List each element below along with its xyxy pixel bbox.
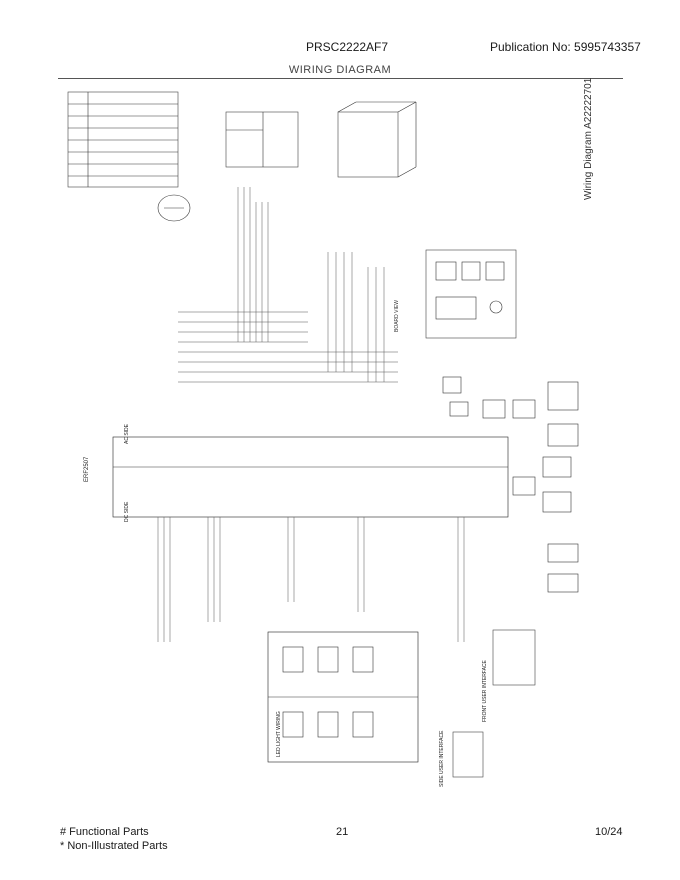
wiring-diagram-id: Wiring Diagram A22222701 (583, 77, 594, 200)
board-view-diagram (425, 249, 517, 339)
wire-bundle (178, 187, 398, 383)
header-rule (58, 78, 623, 79)
board-name: ERF2507 (84, 456, 90, 482)
led-light-wiring-box (267, 631, 419, 763)
model-number: PRSC2222AF7 (306, 40, 389, 54)
lower-wiring (157, 517, 465, 642)
legend-table (67, 91, 179, 188)
back-view-sketch (337, 101, 417, 178)
non-illustrated-note: * Non-Illustrated Parts (60, 840, 168, 852)
main-control-board (112, 436, 509, 518)
front-view-sketch (225, 111, 299, 168)
dc-side-label: DC SIDE (124, 501, 130, 522)
revision-date: 10/24 (595, 826, 623, 838)
side-user-interface (452, 731, 484, 778)
page-number: 21 (336, 826, 349, 838)
functional-parts-note: # Functional Parts (60, 826, 149, 838)
connector-illustrations (442, 376, 579, 593)
ac-side-label: AC SIDE (124, 423, 130, 444)
page-title: WIRING DIAGRAM (288, 64, 392, 76)
wiring-diagram: BOARD VIEW ERF2507 AC SIDE DC SIDE (67, 91, 579, 787)
led-wiring-label: LED LIGHT WIRING (276, 711, 282, 757)
compressor-symbol (157, 194, 191, 222)
front-ui-label: FRONT USER INTERFACE (482, 659, 488, 722)
board-view-label: BOARD VIEW (394, 300, 400, 332)
publication-number: Publication No: 5995743357 (490, 40, 641, 54)
side-ui-label: SIDE USER INTERFACE (439, 730, 445, 787)
front-user-interface (492, 629, 536, 686)
